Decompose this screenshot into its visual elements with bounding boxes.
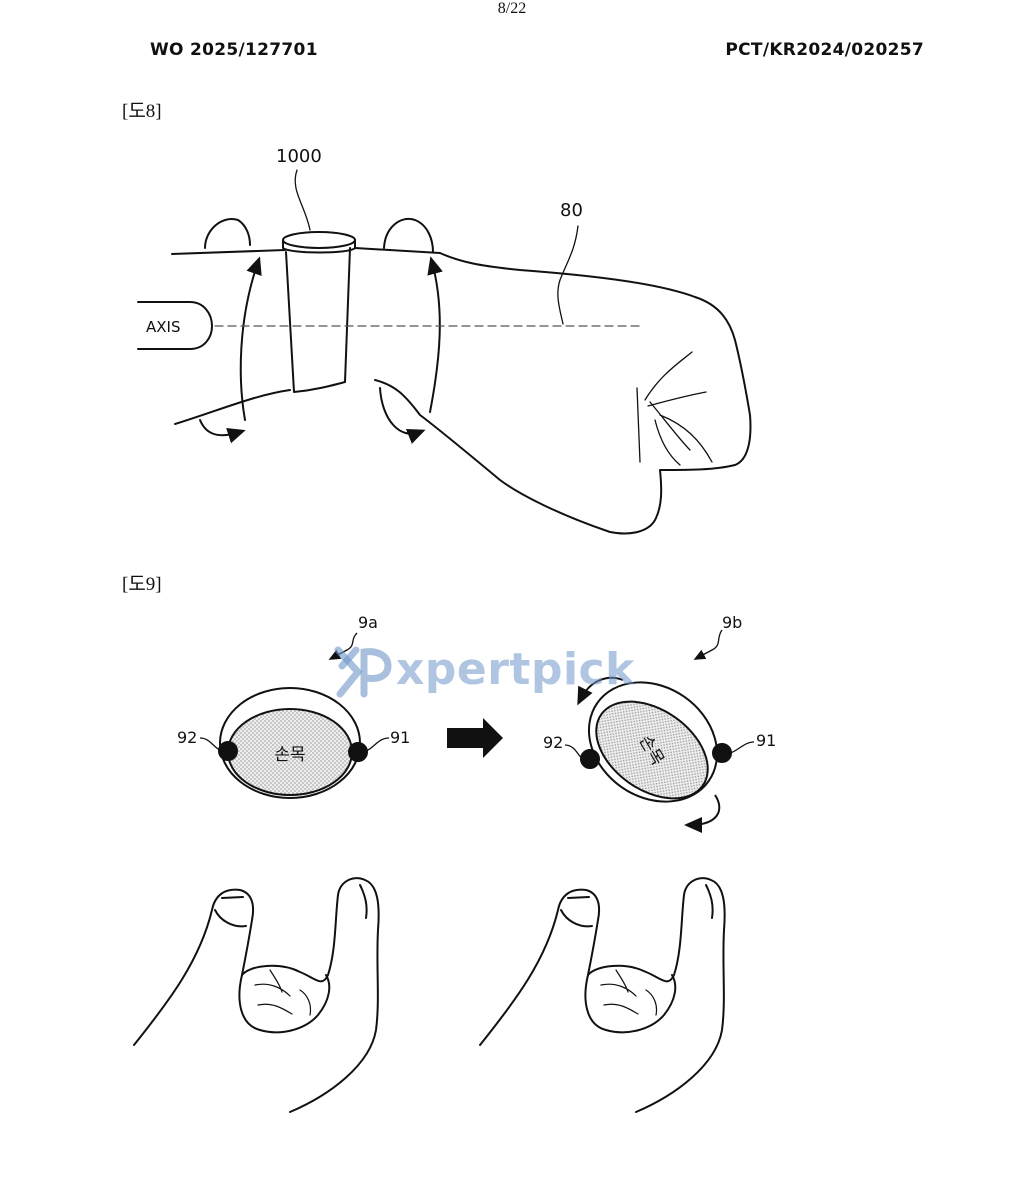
figure-8-label: [도8] bbox=[122, 101, 162, 122]
leader-91-9b bbox=[729, 741, 755, 754]
rotation-arrow-top-9b bbox=[577, 676, 624, 706]
ref-80: 80 bbox=[560, 200, 583, 221]
rotation-arc-left-bottom bbox=[199, 419, 246, 444]
rotation-arc-right-top bbox=[383, 217, 434, 253]
watermark: xpertpick bbox=[334, 640, 634, 700]
rotation-arc-left-front bbox=[239, 256, 262, 421]
ref-92-9b: 92 bbox=[543, 733, 563, 752]
watermark-text: xpertpick bbox=[396, 644, 635, 695]
ref-9a: 9a bbox=[358, 613, 378, 632]
electrode-91-9a bbox=[348, 742, 368, 762]
arm-outline bbox=[171, 247, 752, 535]
fist-detail bbox=[636, 351, 713, 466]
figure-9-label: [도9] bbox=[122, 574, 162, 595]
ref-91-9a: 91 bbox=[390, 728, 410, 747]
figure-9a-drawing bbox=[199, 632, 390, 799]
rotation-arc-right-front bbox=[427, 256, 443, 413]
electrode-92-9a bbox=[218, 741, 238, 761]
xp-logo-icon bbox=[334, 646, 392, 698]
ref-92-9a: 92 bbox=[177, 728, 197, 747]
transition-arrow bbox=[447, 718, 503, 758]
axis-label-box bbox=[137, 301, 213, 350]
wrist-section-9b bbox=[595, 700, 709, 800]
rotation-arc-right-bottom bbox=[379, 387, 426, 444]
device-band bbox=[285, 247, 351, 393]
electrode-91-9b bbox=[712, 743, 732, 763]
electrode-92-9b bbox=[580, 749, 600, 769]
ref-9b: 9b bbox=[722, 613, 742, 632]
leader-9a bbox=[328, 632, 358, 660]
wrist-text-9a: 손목 bbox=[274, 745, 305, 765]
leader-9b bbox=[693, 629, 723, 660]
hand-illustration-right bbox=[479, 877, 726, 1113]
leader-92-9b bbox=[564, 744, 583, 759]
device-top-rim bbox=[282, 239, 356, 254]
application-number: PCT/KR2024/020257 bbox=[725, 40, 924, 60]
ref-1000: 1000 bbox=[276, 146, 322, 167]
rotation-arc-left-top bbox=[204, 218, 251, 249]
hand-illustration-left bbox=[133, 877, 380, 1113]
ref-91-9b: 91 bbox=[756, 731, 776, 750]
axis-label: AXIS bbox=[146, 318, 180, 336]
figure-8-drawing bbox=[137, 169, 752, 535]
leader-91-9a bbox=[365, 737, 390, 752]
rotation-arrow-bottom-9b bbox=[684, 794, 721, 833]
leader-1000 bbox=[294, 169, 311, 231]
publication-number: WO 2025/127701 bbox=[150, 40, 318, 60]
figure-9b-drawing bbox=[564, 629, 755, 833]
leader-92-9a bbox=[199, 737, 221, 751]
page-number: 8/22 bbox=[497, 0, 527, 17]
leader-80 bbox=[557, 225, 579, 325]
device-top-ellipse bbox=[282, 231, 356, 249]
